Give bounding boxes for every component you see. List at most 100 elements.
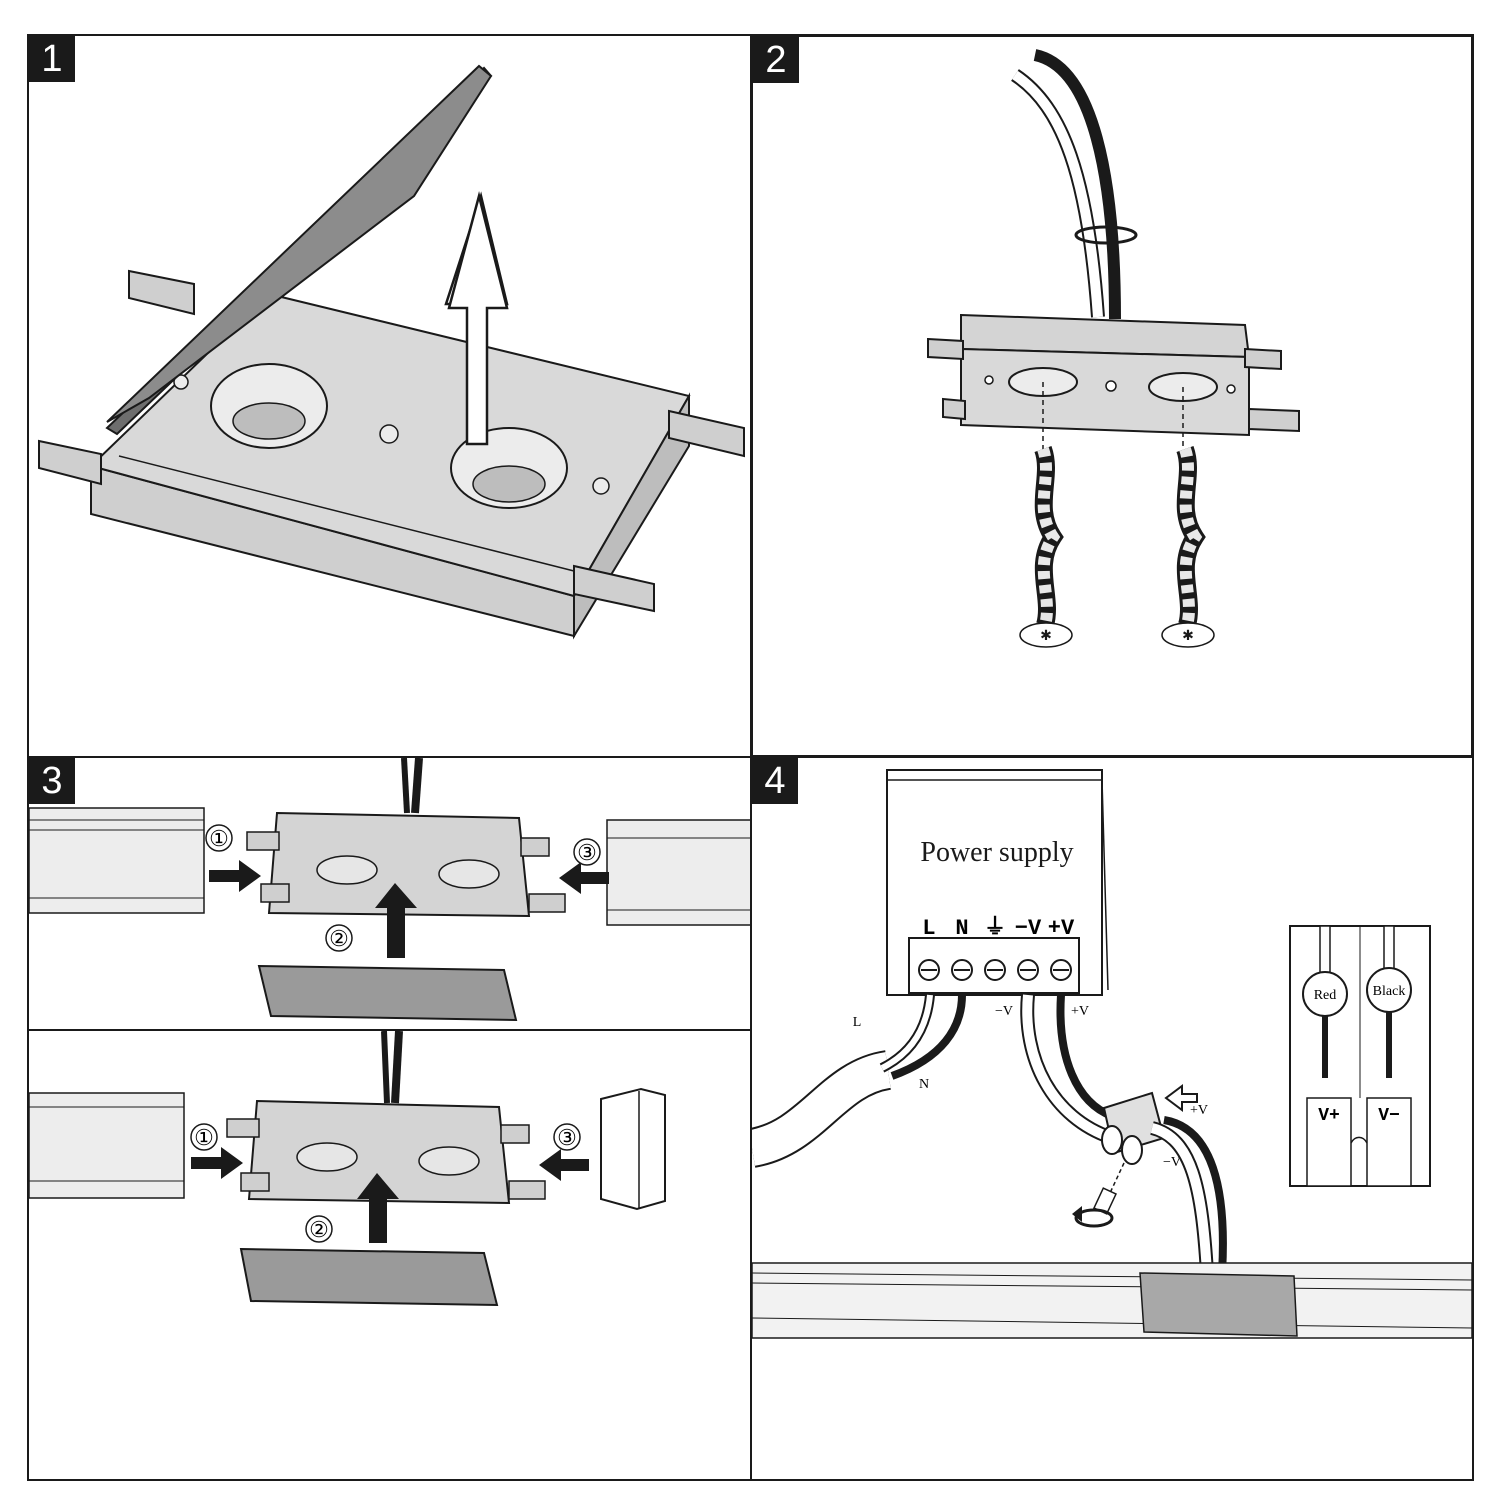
left-pin-hole	[984, 375, 994, 385]
left-rail-tab	[38, 439, 102, 486]
screw-head-3b-right	[418, 1146, 480, 1176]
step-1-illustration	[38, 64, 745, 640]
screw-head-3a-left	[316, 855, 378, 885]
step-4-badge: 4	[752, 758, 798, 804]
rail-tab-3a-tl	[246, 831, 280, 851]
cover-plate-3a	[257, 964, 518, 1022]
track-rail	[751, 1262, 1473, 1339]
arrow-up-3a	[375, 883, 417, 958]
connector-3a	[267, 811, 531, 918]
step-2-illustration: ✱ ✱	[927, 49, 1300, 648]
marker-1-3b: ①	[194, 1125, 214, 1150]
wire-white-3a	[401, 757, 410, 814]
legend-right-wire-label: Black	[1373, 984, 1406, 999]
rail-tab-3a-br	[528, 893, 566, 913]
marker-2-3a: ②	[329, 926, 349, 951]
svg-text:✱: ✱	[1182, 629, 1194, 644]
right-track	[606, 819, 753, 926]
track-feed-connector	[1139, 1272, 1298, 1337]
legend-left-wire-label: Red	[1314, 988, 1337, 1003]
wire-black-3a	[411, 757, 423, 814]
screw-hole-right-inner	[472, 465, 546, 503]
cable-tie	[1074, 225, 1138, 245]
arrow-right-3a	[209, 860, 261, 892]
panel-step-4: 4 Power supply L N ⏚ −V +V	[747, 756, 1474, 1481]
marker-3-3b: ③	[557, 1125, 577, 1150]
arrow-left-3b	[539, 1149, 589, 1181]
rail-tab-3b-br	[508, 1180, 546, 1200]
rail-tab-3a-tr	[520, 837, 550, 857]
right-pin-hole	[1226, 384, 1236, 394]
terminal-label-ground: ⏚	[984, 916, 1006, 941]
connector-3b	[247, 1099, 511, 1205]
lift-arrow-outline	[447, 191, 509, 446]
pin-hole-right	[592, 477, 610, 495]
step-3a-illustration: ① ② ③	[28, 757, 753, 1022]
power-supply-label: Power supply	[920, 837, 1073, 868]
connector-rail-left-low	[942, 397, 966, 421]
base-ridge-line	[118, 455, 575, 572]
connector-label-plus-v: +V	[1190, 1103, 1208, 1118]
quick-connector	[1093, 1091, 1166, 1215]
wire-label-plus-v: +V	[1071, 1004, 1089, 1019]
right-rail-tab	[668, 409, 745, 458]
wire-white-3b	[381, 1030, 390, 1104]
screw-head-3b-left	[296, 1142, 358, 1172]
end-cap	[600, 1087, 666, 1211]
step-2-badge: 2	[753, 37, 799, 83]
rotate-icon	[1072, 1206, 1114, 1228]
wire-label-n: N	[919, 1077, 929, 1092]
rail-tab-3b-bl	[240, 1172, 270, 1192]
rail-tab-3b-tr	[500, 1124, 530, 1144]
terminal-screws	[918, 959, 1072, 981]
plus-v-wire	[1056, 994, 1114, 1120]
arrow-up-3b	[357, 1173, 399, 1243]
track-wire-black	[1163, 1116, 1227, 1274]
left-track-3b	[28, 1092, 185, 1199]
step-4-illustration: Power supply L N ⏚ −V +V L N	[747, 769, 1473, 1339]
black-wire	[1033, 49, 1121, 320]
screw-hole-left-inner	[232, 402, 306, 440]
terminal-label-minus-v: −V	[1015, 916, 1042, 941]
screw-head-3a-right	[438, 859, 500, 889]
legend-left-slot-label: V+	[1318, 1106, 1340, 1126]
marker-3-3a: ③	[577, 840, 597, 865]
marker-1-3a: ①	[209, 826, 229, 851]
arrow-left-3a	[559, 862, 609, 894]
screw-right: ✱	[1161, 445, 1215, 648]
wire-label-l: L	[853, 1015, 862, 1030]
pin-hole-left	[173, 374, 189, 390]
step-3-badge: 3	[29, 758, 75, 804]
marker-2-3b: ②	[309, 1217, 329, 1242]
connector-rail-right	[1244, 347, 1282, 371]
rail-tab-3a-bl	[260, 883, 290, 903]
step-1-badge: 1	[29, 36, 75, 82]
panel-step-3a: 3 ① ②	[27, 756, 753, 1031]
pin-hole-center	[379, 424, 399, 444]
terminal-label-l: L	[922, 916, 935, 941]
connector-rail-right-low	[1248, 407, 1300, 433]
connector-rail-left	[927, 337, 964, 361]
insert-arrow	[1164, 1084, 1198, 1112]
front-rail-tab	[573, 564, 655, 613]
left-track	[28, 807, 205, 914]
svg-text:✱: ✱	[1040, 629, 1052, 644]
center-pin-hole	[1105, 380, 1117, 392]
back-rail-tab	[128, 269, 195, 316]
cover-lid-face	[106, 64, 493, 423]
panel-step-3b: ① ② ③	[27, 1029, 752, 1481]
panel-step-1: 1	[27, 34, 752, 758]
terminal-label-plus-v: +V	[1048, 916, 1075, 941]
wire-black-3b	[391, 1030, 403, 1104]
connector-label-minus-v: −V	[1163, 1155, 1181, 1170]
cover-plate-3b	[239, 1247, 499, 1307]
panel-step-2: 2 ✱	[750, 34, 1474, 758]
rail-tab-3b-tl	[226, 1118, 260, 1138]
legend-right-slot-label: V−	[1378, 1106, 1400, 1126]
terminal-label-n: N	[955, 916, 968, 941]
arrow-right-3b	[191, 1147, 243, 1179]
wire-label-minus-v: −V	[995, 1004, 1013, 1019]
screw-left: ✱	[1019, 445, 1073, 648]
n-wire	[890, 994, 966, 1080]
